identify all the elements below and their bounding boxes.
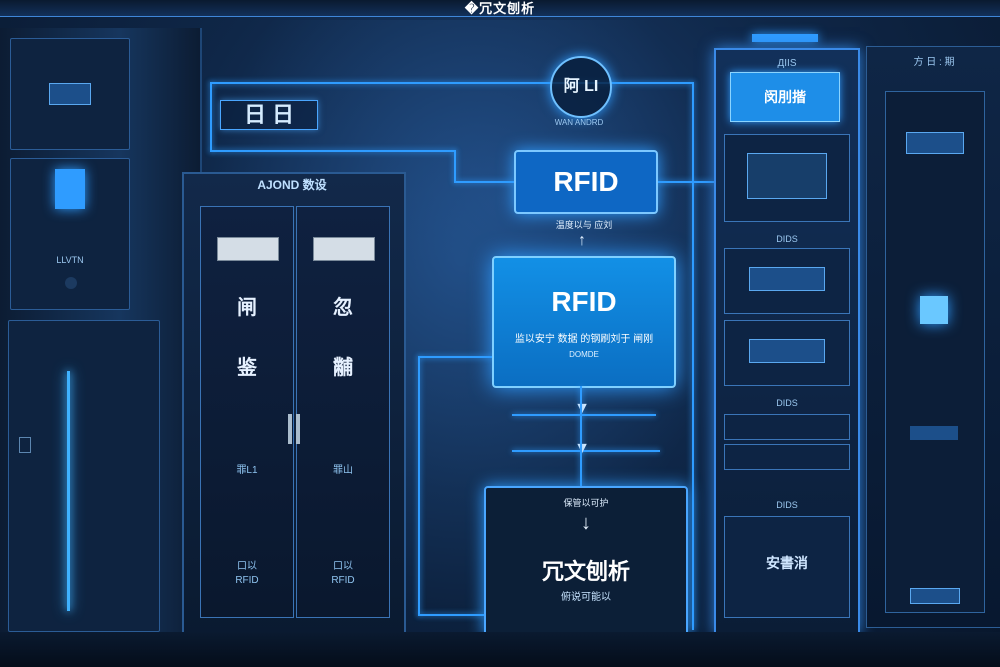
rack-top-label: ДIIS xyxy=(777,58,797,69)
left-door-sub-1: 罪L1 xyxy=(236,465,258,476)
drive-indicator-2 xyxy=(749,339,825,363)
right-door-char-1: 忽 xyxy=(333,297,353,319)
circuit-line-mid xyxy=(210,150,456,152)
rfid-top-title: RFID xyxy=(553,166,619,197)
flow-line-2 xyxy=(512,450,660,452)
rack-drive-1[interactable] xyxy=(724,248,850,314)
circuit-line-top xyxy=(210,82,694,84)
left-door-sub-2: 口以 xyxy=(237,561,257,572)
rack-drive-2[interactable] xyxy=(724,320,850,386)
rack-top-light xyxy=(752,34,818,42)
storage-cabinet: AJOND 数设 闸 鉴 罪L1 口以 RFID 忽 黼 罪山 口以 RFID xyxy=(182,172,406,646)
server-rack: 方 日 : 期 xyxy=(866,46,1000,628)
circuit-line-left xyxy=(210,82,212,152)
rfid-main-title: RFID xyxy=(551,286,617,317)
right-door-sub-3: RFID xyxy=(331,575,355,586)
rack-bottom-label: DIDS xyxy=(776,500,798,510)
left-lower-panel xyxy=(8,320,160,632)
floor xyxy=(0,632,1000,667)
rfid-main-box[interactable]: RFID 监以安宁 数据 的钢刷刘于 闸刚 DOMDE xyxy=(492,256,676,388)
rack-unit-2 xyxy=(724,444,850,470)
rack-display-text: 闵刖揩 xyxy=(764,89,806,105)
drive-indicator-1 xyxy=(749,267,825,291)
analysis-box[interactable]: 保管以可护 ↓ 冗文刨析 俯说可能以 xyxy=(484,486,688,636)
circuit-line-rfid-right xyxy=(654,181,714,183)
right-door[interactable]: 忽 黼 罪山 口以 RFID xyxy=(296,206,390,618)
arrow-up-icon: ↑ xyxy=(578,232,586,249)
circuit-label: 日 日 xyxy=(220,100,318,130)
circuit-line-right xyxy=(692,82,694,630)
analysis-sub: 俯说可能以 xyxy=(561,592,611,603)
left-door[interactable]: 闸 鉴 罪L1 口以 RFID xyxy=(200,206,294,618)
server-indicator-2 xyxy=(910,426,958,440)
analysis-caption-top: 保管以可护 xyxy=(563,498,609,508)
right-door-char-2: 黼 xyxy=(333,357,353,379)
circuit-line-to-rfid xyxy=(454,181,514,183)
rfid-main-sub: 监以安宁 数据 的钢刷刘于 闸刚 xyxy=(514,334,654,345)
left-mid-label: LLVTN xyxy=(56,255,84,265)
left-door-sub-3: RFID xyxy=(235,575,259,586)
flow-line-vertical xyxy=(580,386,582,486)
rack-bottom-panel[interactable]: 安書消 xyxy=(724,516,850,618)
indicator-display xyxy=(49,83,91,105)
arrow-down-icon-1: ▼ xyxy=(574,400,590,417)
rfid-main-caption: DOMDE xyxy=(569,350,599,359)
rack-unit-1 xyxy=(724,414,850,440)
right-door-sub-2: 口以 xyxy=(333,561,353,572)
circuit-line-down xyxy=(454,150,456,182)
chip-caption: WAN ANDRD xyxy=(554,118,604,127)
keyhole-icon xyxy=(65,277,77,289)
server-indicator-1 xyxy=(906,132,964,154)
rfid-reader-box[interactable]: RFID xyxy=(514,150,658,214)
left-cabinet: LLVTN xyxy=(0,28,202,640)
rack-terminal[interactable] xyxy=(724,134,850,222)
rack-slot-label-2: DIDS xyxy=(776,398,798,408)
page-title: �冗文刨析 xyxy=(464,1,536,16)
top-bar xyxy=(0,0,1000,17)
circuit-line-left-drop xyxy=(418,356,420,616)
right-door-tag xyxy=(313,237,375,261)
left-door-tag xyxy=(217,237,279,261)
left-top-panel xyxy=(10,38,130,150)
server-indicator-3 xyxy=(910,588,960,604)
rack-bottom-text: 安書消 xyxy=(766,555,808,571)
chip-icon: 阿 LI xyxy=(550,56,612,118)
status-light-icon xyxy=(920,296,948,324)
cabinet-header: AJOND 数设 xyxy=(257,178,327,192)
left-mid-panel: LLVTN xyxy=(10,158,130,310)
flow-line-1 xyxy=(512,414,656,416)
server-rack-door[interactable] xyxy=(885,91,985,613)
terminal-screen xyxy=(747,153,827,199)
left-door-char-2: 鉴 xyxy=(237,357,257,379)
door-handle-left[interactable] xyxy=(288,414,292,444)
circuit-line-bottom-left xyxy=(418,614,484,616)
left-door-char-1: 闸 xyxy=(237,297,257,319)
arrow-down-icon-2: ▼ xyxy=(574,440,590,457)
lock-icon xyxy=(55,169,85,209)
analysis-title: 冗文刨析 xyxy=(541,559,630,584)
handle-icon xyxy=(19,437,31,453)
control-rack: ДIIS 闵刖揩 DIDS DIDS DIDS 安書消 xyxy=(714,48,860,634)
rack-display[interactable]: 闵刖揩 xyxy=(730,72,840,122)
arrow-down-icon-3: ↓ xyxy=(581,512,591,534)
glow-strip xyxy=(67,371,70,611)
rfid-top-caption: 温度以与 应刘 xyxy=(555,220,613,230)
circuit-line-left-branch xyxy=(418,356,494,358)
rack-slot-label-1: DIDS xyxy=(776,234,798,244)
right-door-sub-1: 罪山 xyxy=(333,465,353,476)
server-rack-header: 方 日 : 期 xyxy=(913,57,955,68)
door-handle-right[interactable] xyxy=(296,414,300,444)
